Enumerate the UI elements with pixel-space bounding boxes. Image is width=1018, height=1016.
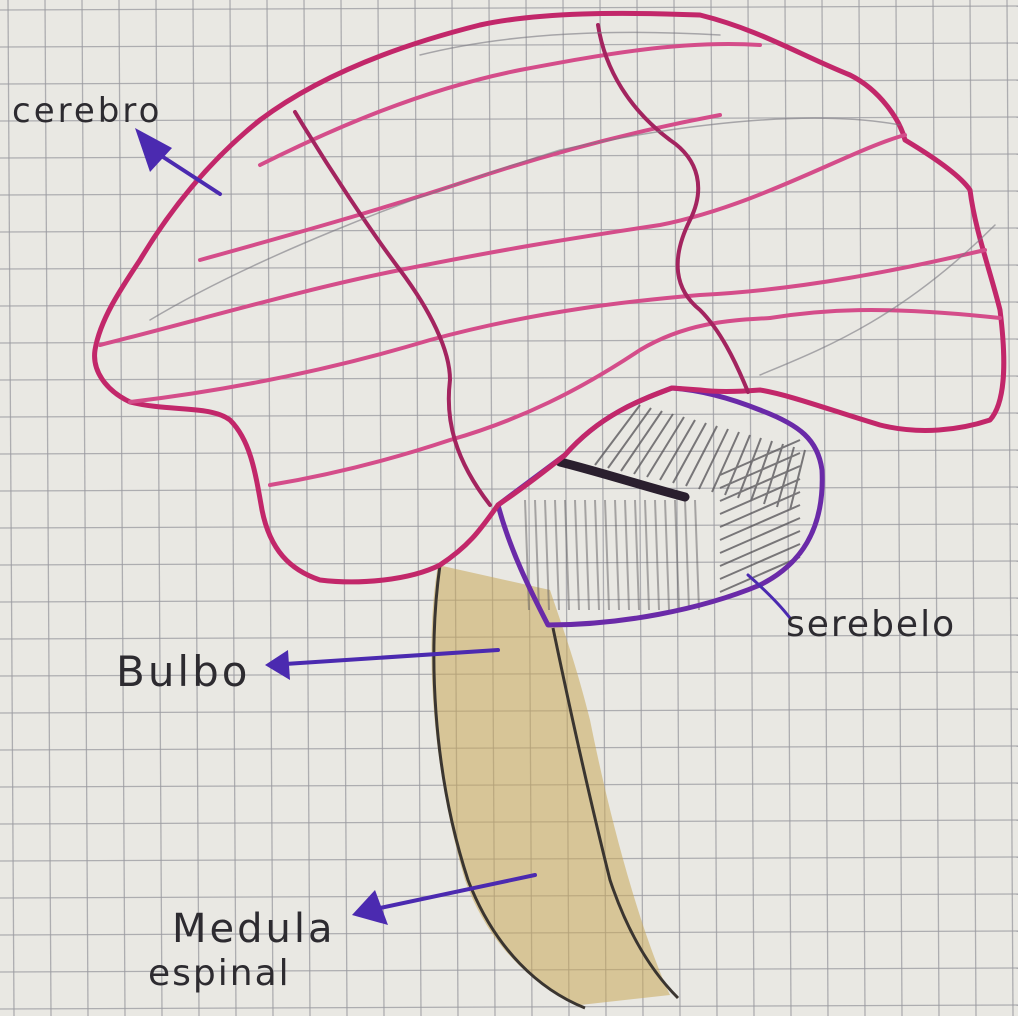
grid-line-vertical: [45, 0, 51, 1016]
hatch-line: [725, 435, 750, 495]
cerebellum-shading: [525, 405, 805, 610]
hatch-line: [585, 500, 589, 610]
label-serebelo: serebelo: [786, 604, 956, 645]
grid-line-horizontal: [0, 265, 1018, 269]
grid-line-vertical: [896, 0, 902, 1016]
grid-line-vertical: [970, 0, 976, 1016]
grid-line-horizontal: [0, 191, 1018, 195]
grid-line-vertical: [230, 0, 236, 1016]
grid-line-vertical: [1007, 0, 1013, 1016]
hatch-line: [695, 500, 699, 610]
grid-line-vertical: [341, 0, 347, 1016]
hatch-line: [575, 500, 579, 610]
grid-line-vertical: [637, 0, 643, 1016]
cerebrum-fold: [200, 115, 720, 260]
label-bulbo: Bulbo: [116, 647, 250, 696]
hatch-line: [712, 432, 739, 492]
grid-line-vertical: [822, 0, 828, 1016]
grid-line-horizontal: [0, 487, 1018, 491]
grid-line-vertical: [8, 0, 14, 1016]
cerebro-arrow: [135, 128, 220, 194]
hatch-line: [673, 423, 706, 483]
grid-line-horizontal: [0, 339, 1018, 343]
grid-line-vertical: [193, 0, 199, 1016]
hatch-line: [605, 500, 609, 610]
hatch-line: [686, 426, 717, 486]
grid-line-vertical: [748, 0, 754, 1016]
hatch-line: [645, 500, 649, 610]
grid-line-horizontal: [0, 228, 1018, 232]
cerebrum-division: [295, 112, 490, 505]
grid-line-vertical: [119, 0, 125, 1016]
grid-line-horizontal: [0, 524, 1018, 528]
pencil-sketch: [420, 32, 720, 55]
hatch-line: [595, 500, 599, 610]
cerebrum-fold: [260, 44, 760, 165]
label-medula-line1: Medula: [172, 906, 336, 952]
grid-line-vertical: [304, 0, 310, 1016]
grid-line-vertical: [267, 0, 273, 1016]
cerebrum-fold: [100, 135, 905, 345]
hatch-line: [635, 500, 639, 610]
grid-line-horizontal: [0, 413, 1018, 417]
label-medula-line2: espinal: [148, 953, 291, 994]
hatch-line: [555, 500, 559, 610]
pencil-sketch: [150, 118, 900, 320]
grid-line-vertical: [933, 0, 939, 1016]
grid-line-horizontal: [0, 561, 1018, 565]
hatch-line: [625, 500, 629, 610]
grid-line-vertical: [711, 0, 717, 1016]
pencil-sketch: [760, 225, 995, 375]
grid-line-vertical: [378, 0, 384, 1016]
grid-line-vertical: [452, 0, 458, 1016]
grid-line-horizontal: [0, 302, 1018, 306]
grid-line-horizontal: [0, 450, 1018, 454]
hatch-line: [665, 500, 669, 610]
cerebrum-fold: [270, 318, 770, 485]
hatch-line: [615, 500, 619, 610]
grid-line-vertical: [415, 0, 421, 1016]
grid-line-horizontal: [0, 376, 1018, 380]
hatch-line: [685, 500, 689, 610]
grid-line-horizontal: [0, 6, 1018, 10]
grid-line-vertical: [82, 0, 88, 1016]
label-cerebro: cerebro: [12, 91, 162, 131]
hatch-line: [655, 500, 659, 610]
grid-line-horizontal: [0, 43, 1018, 47]
